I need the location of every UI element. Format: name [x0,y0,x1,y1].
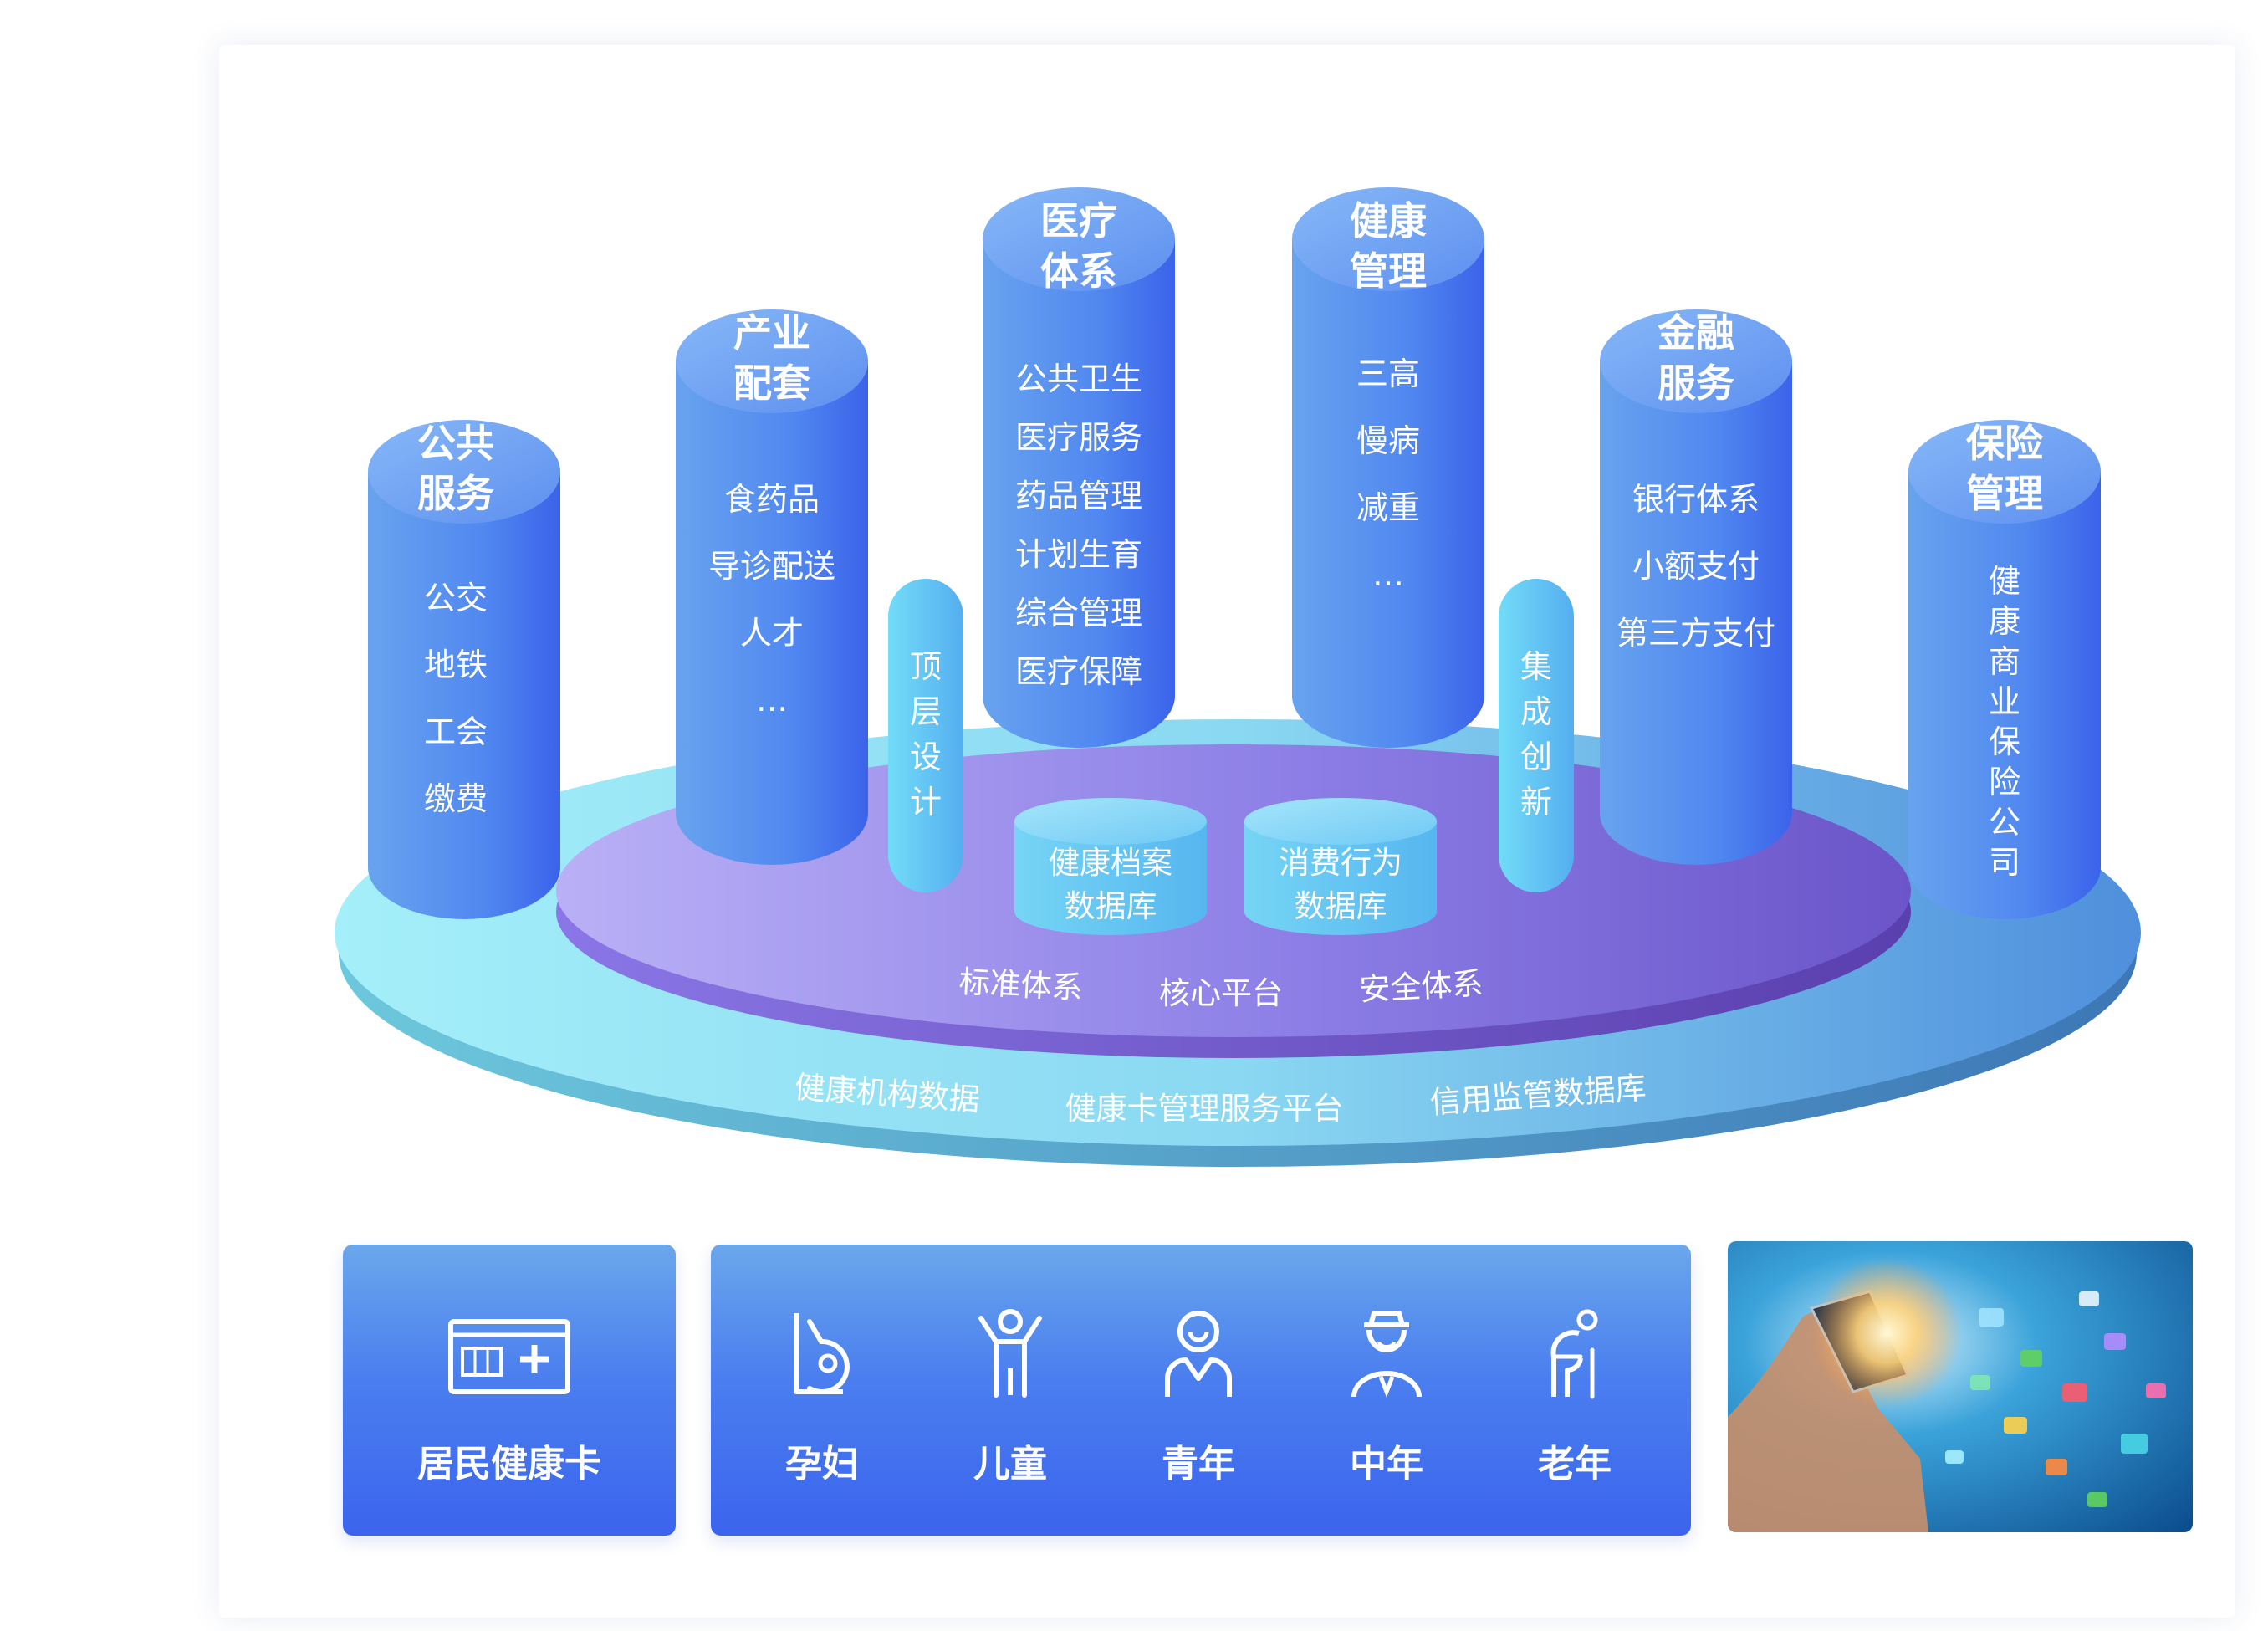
pillar-vertical-char: 公 [1989,804,2020,841]
pillar-item: … [756,682,788,718]
pillar-item: … [1372,556,1404,593]
pillar-item: 小额支付 [1632,548,1760,585]
database-label: 消费行为 [1279,845,1402,881]
group-label: 儿童 [973,1443,1047,1485]
side-pillar-left-char: 顶 [910,648,942,685]
pillar-item: 医疗服务 [1015,419,1142,456]
side-pillar-right-char: 成 [1520,693,1552,730]
pillar-title: 医疗 [1040,198,1117,243]
pillar-vertical-char: 业 [1989,683,2020,720]
pillar-item: 公共卫生 [1015,360,1142,397]
pillar-item: 食药品 [724,481,820,518]
population-groups-panel: 孕妇 儿童 青年 中年 [711,1245,1691,1536]
group-elderly: 老年 [1512,1308,1637,1517]
inner-platform-label: 安全体系 [1358,965,1484,1008]
pregnant-woman-icon [794,1313,850,1394]
side-pillar-left-char: 计 [910,784,942,821]
pillar-title: 体系 [1040,248,1117,294]
database-label: 数据库 [1295,888,1387,924]
group-label: 孕妇 [785,1443,859,1485]
pillar-vertical-char: 司 [1989,844,2020,881]
child-icon [978,1309,1042,1398]
pillar-insurance-management: 保险 管理 健 康 商 业 保 险 公 司 [1908,420,2101,919]
pillar-item: 第三方支付 [1617,615,1775,652]
pillar-title: 公共 [417,421,494,466]
side-pillar-right-char: 创 [1520,739,1552,775]
group-label: 老年 [1538,1443,1612,1485]
pillar-title: 保险 [1966,421,2044,466]
pillar-vertical-char: 健 [1989,563,2020,600]
pillar-item: 三高 [1356,355,1420,392]
pillar-title: 产业 [733,310,810,355]
database-label: 数据库 [1065,888,1157,924]
pillar-item: 工会 [424,713,488,750]
pillar-vertical-char: 险 [1989,764,2020,800]
pillar-vertical-char: 保 [1989,723,2020,760]
young-person-icon [1165,1311,1232,1397]
outer-platform-label: 健康卡管理服务平台 [1065,1091,1344,1127]
pillar-title: 服务 [417,471,494,516]
pillar-health-management: 健康 管理 三高 慢病 减重 … [1292,187,1484,748]
pillar-vertical-char: 商 [1989,643,2020,680]
pillar-item: 减重 [1356,489,1420,526]
digital-hand-image [1728,1241,2193,1532]
pillar-title: 服务 [1658,360,1734,406]
side-pillar-right: 集 成 创 新 [1499,579,1574,892]
pillar-item: 地铁 [424,647,488,683]
pillar-item: 公交 [424,580,488,616]
database-health-records: 健康档案 数据库 [1014,798,1207,935]
health-card-icon [448,1319,570,1394]
pillar-title: 管理 [1966,471,2043,516]
pillar-title: 健康 [1350,198,1427,243]
side-pillar-right-char: 集 [1520,648,1552,685]
pillar-item: 人才 [740,615,804,652]
pillar-item: 药品管理 [1015,478,1142,514]
pillar-item: 医疗保障 [1015,653,1142,690]
side-pillar-right-char: 新 [1520,784,1552,821]
side-pillar-left-char: 设 [910,739,942,775]
pillar-vertical-char: 康 [1989,603,2020,640]
pillar-item: 慢病 [1356,422,1420,459]
pillar-title: 管理 [1350,248,1427,294]
health-card-panel: 居民健康卡 [343,1245,676,1536]
group-middle-aged: 中年 [1324,1308,1449,1517]
digital-hand-picture [1728,1241,2193,1532]
middle-aged-person-icon [1351,1311,1422,1398]
database-label: 健康档案 [1049,845,1172,881]
pillar-item: 综合管理 [1015,595,1142,631]
database-consumption-behavior: 消费行为 数据库 [1244,798,1437,935]
side-pillar-left-char: 层 [910,693,942,730]
group-label: 中年 [1350,1443,1423,1485]
pillar-title: 配套 [733,360,810,406]
group-youth: 青年 [1136,1308,1261,1517]
pillar-financial-services: 金融 服务 银行体系 小额支付 第三方支付 [1600,309,1792,865]
inner-platform-label: 标准体系 [958,964,1084,1006]
group-label: 青年 [1162,1443,1235,1485]
health-card-label: 居民健康卡 [417,1443,601,1485]
pillar-medical-system: 医疗 体系 公共卫生 医疗服务 药品管理 计划生育 综合管理 医疗保障 [983,187,1175,748]
pillar-item: 缴费 [424,780,488,817]
group-pregnant: 孕妇 [759,1308,885,1517]
pillar-public-services: 公共 服务 公交 地铁 工会 缴费 [368,420,560,919]
side-pillar-left: 顶 层 设 计 [888,579,963,892]
pillar-title: 金融 [1657,310,1734,355]
elderly-person-icon [1550,1309,1598,1399]
group-child: 儿童 [948,1308,1073,1517]
inner-platform-label: 核心平台 [1159,975,1283,1011]
pillar-item: 计划生育 [1015,536,1142,573]
pillar-item: 导诊配送 [708,548,835,585]
pillar-industry-support: 产业 配套 食药品 导诊配送 人才 … [676,309,868,865]
pillar-item: 银行体系 [1632,481,1760,518]
